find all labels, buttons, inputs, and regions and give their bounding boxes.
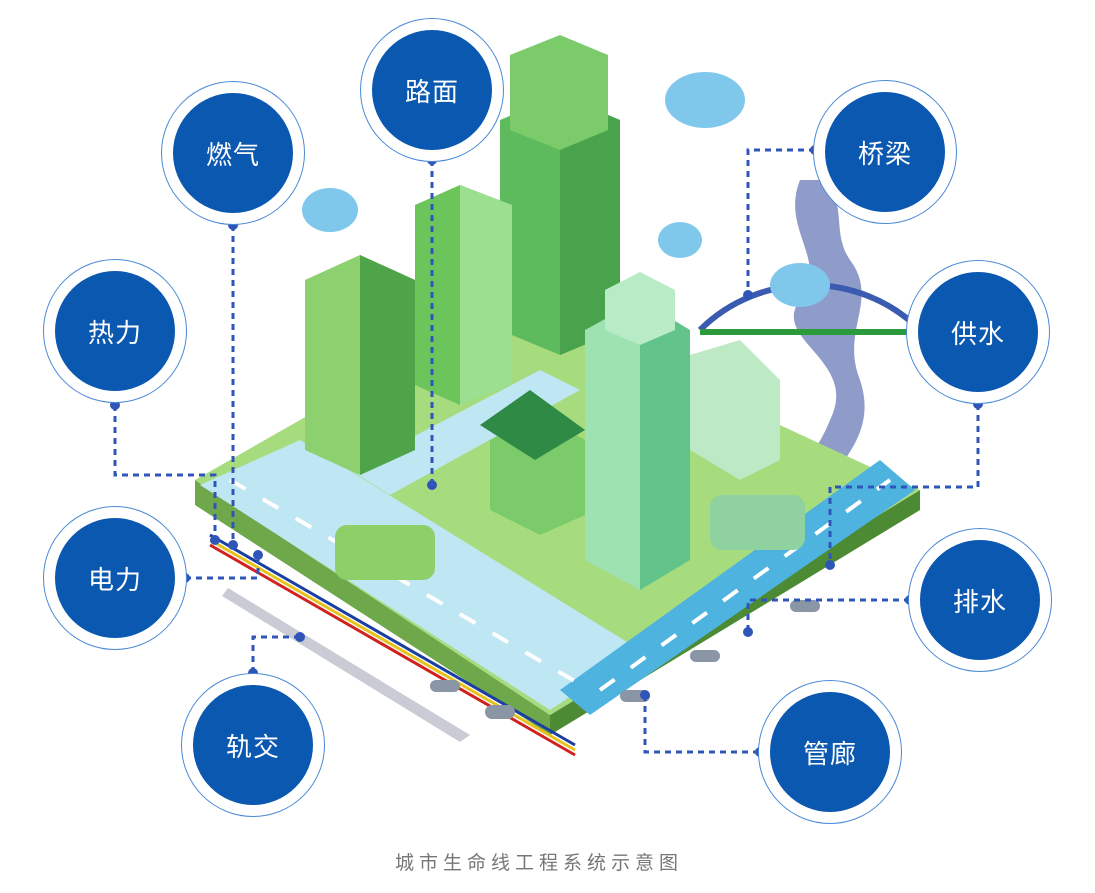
node-water[interactable]: 供水 [906,260,1050,404]
node-label: 路面 [372,30,492,150]
node-power[interactable]: 电力 [43,506,187,650]
node-label: 排水 [920,540,1040,660]
car [710,495,805,550]
node-bridge[interactable]: 桥梁 [813,80,957,224]
node-label: 电力 [55,518,175,638]
node-label: 轨交 [193,685,313,805]
node-label: 桥梁 [825,92,945,212]
node-label: 热力 [55,271,175,391]
node-label: 管廊 [770,692,890,812]
river [760,180,865,520]
clouds [302,72,830,307]
node-road[interactable]: 路面 [360,18,504,162]
node-heat[interactable]: 热力 [43,259,187,403]
node-corridor[interactable]: 管廊 [758,680,902,824]
buildings [305,35,780,590]
car [335,525,435,580]
node-label: 供水 [918,272,1038,392]
platform-side [195,480,550,735]
node-drainage[interactable]: 排水 [908,528,1052,672]
train [222,588,470,742]
node-rail[interactable]: 轨交 [181,673,325,817]
node-label: 燃气 [173,93,293,213]
node-gas[interactable]: 燃气 [161,81,305,225]
caption: 城市生命线工程系统示意图 [395,852,684,874]
connector-lines [113,148,980,754]
